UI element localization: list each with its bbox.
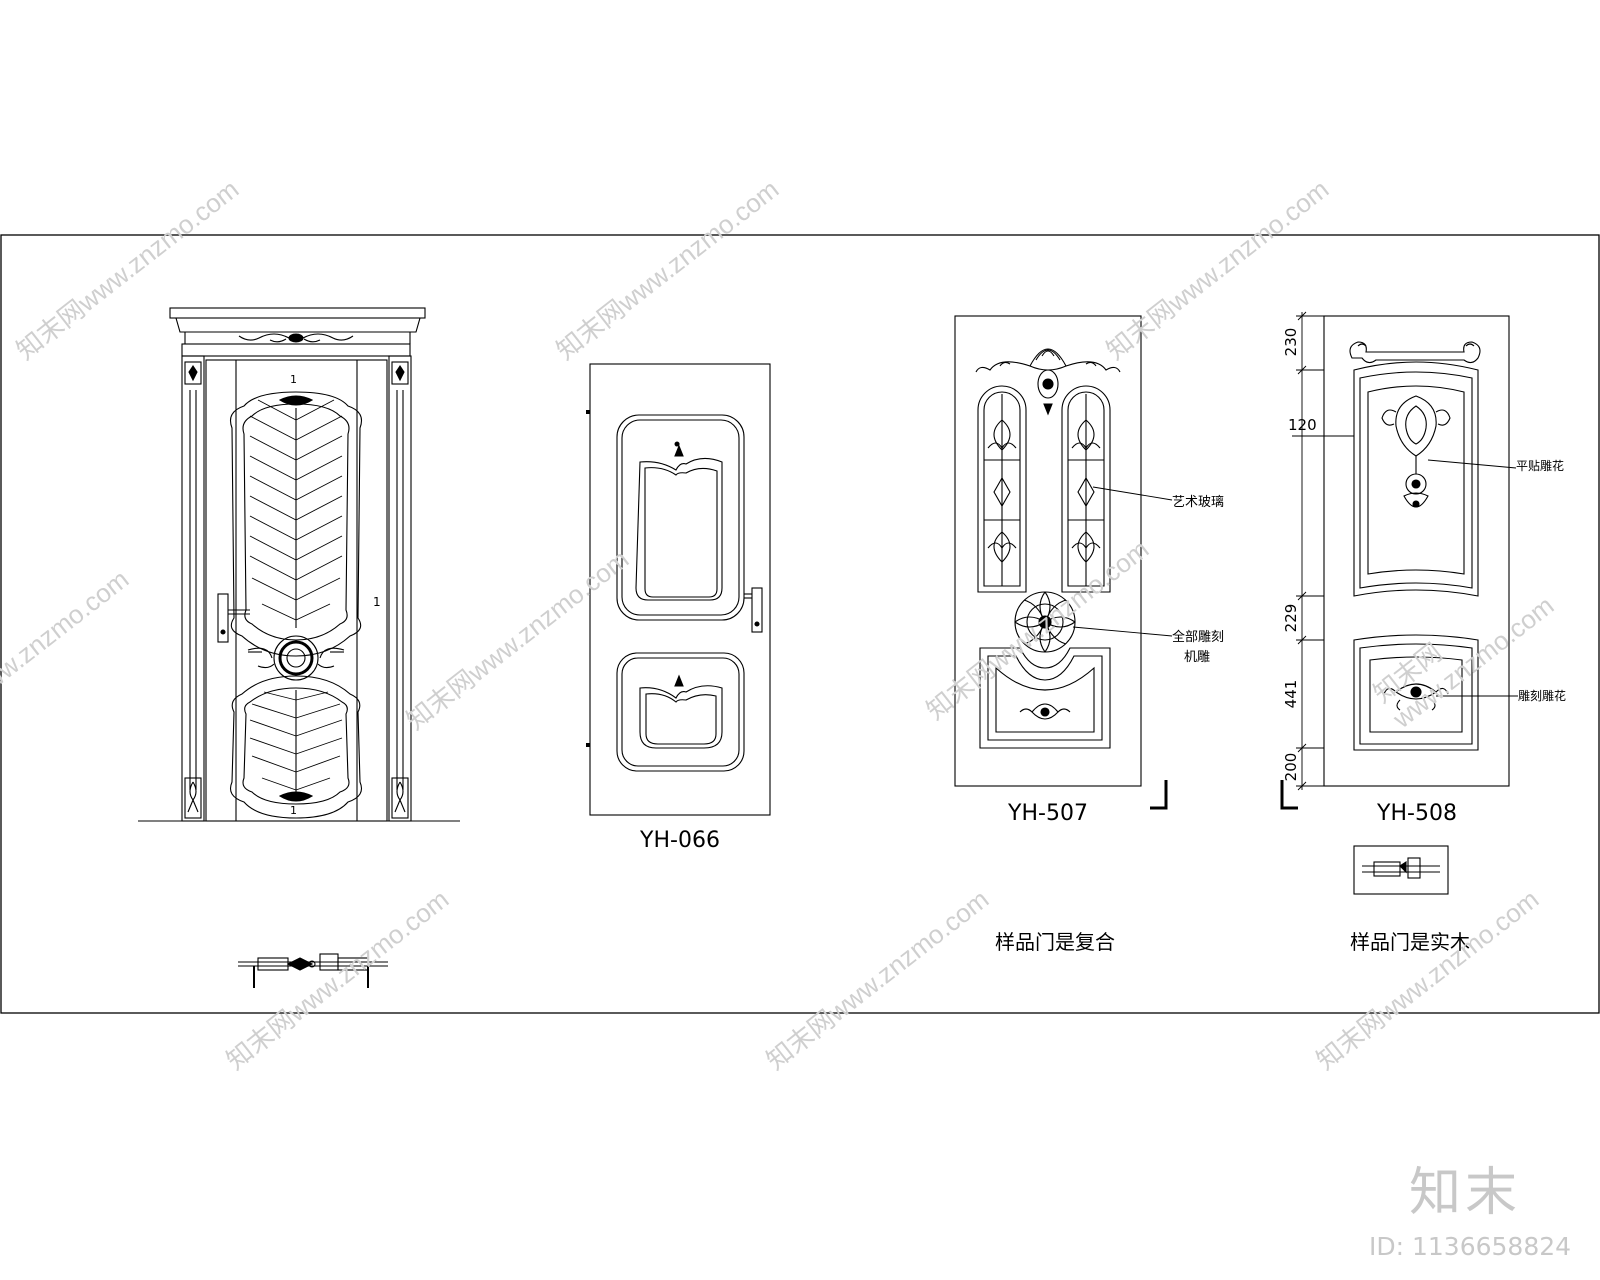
panel-mark-top: 1 — [290, 373, 297, 386]
dim-441: 441 — [1282, 680, 1300, 709]
center-medallion — [247, 635, 345, 681]
cornice-carving — [238, 333, 354, 343]
yh507-callouts — [1072, 486, 1173, 637]
panel-mark-side: 1 — [373, 595, 381, 609]
classic-door-panel-marks: 1 1 1 — [290, 373, 381, 817]
yh508-plan-section — [1353, 845, 1449, 895]
panel-mark-bottom: 1 — [290, 804, 297, 817]
callout-applique-carving: 平贴雕花 — [1516, 458, 1564, 473]
door-code-yh508: YH-508 — [1376, 801, 1457, 826]
yh508-callouts — [1427, 459, 1518, 697]
classic-door-elevation — [138, 307, 460, 822]
yh508-dimension-line — [1292, 311, 1354, 791]
drawing-frame — [0, 234, 1600, 1014]
dim-229: 229 — [1282, 604, 1300, 633]
brand-watermark: 知末 — [1409, 1163, 1522, 1223]
herringbone-lower — [249, 691, 343, 791]
door-code-yh507: YH-507 — [1007, 801, 1088, 826]
top-carving — [975, 348, 1121, 416]
door-code-yh066: YH-066 — [639, 828, 720, 853]
dim-200: 200 — [1282, 753, 1300, 782]
lower-carving — [1383, 683, 1449, 711]
dim-230: 230 — [1282, 328, 1300, 357]
callout-full-carving: 全部雕刻 — [1172, 629, 1224, 645]
caption-yh508: 样品门是实木 — [1350, 930, 1470, 954]
callout-machine-carving: 机雕 — [1184, 650, 1210, 665]
door-yh-066 — [586, 363, 771, 816]
door-yh-508 — [1280, 315, 1510, 810]
caption-yh507: 样品门是复合 — [995, 930, 1115, 954]
callout-carved-carving: 雕刻雕花 — [1518, 688, 1566, 703]
herringbone-upper — [249, 399, 343, 621]
callout-art-glass: 艺术玻璃 — [1172, 495, 1224, 510]
image-id-watermark: ID: 1136658824 — [1369, 1232, 1572, 1261]
door-yh-507 — [954, 315, 1168, 810]
applique-carving — [1381, 395, 1451, 508]
center-rosette — [1014, 591, 1076, 653]
dim-120: 120 — [1288, 416, 1317, 434]
classic-door-plan-section — [238, 953, 388, 988]
